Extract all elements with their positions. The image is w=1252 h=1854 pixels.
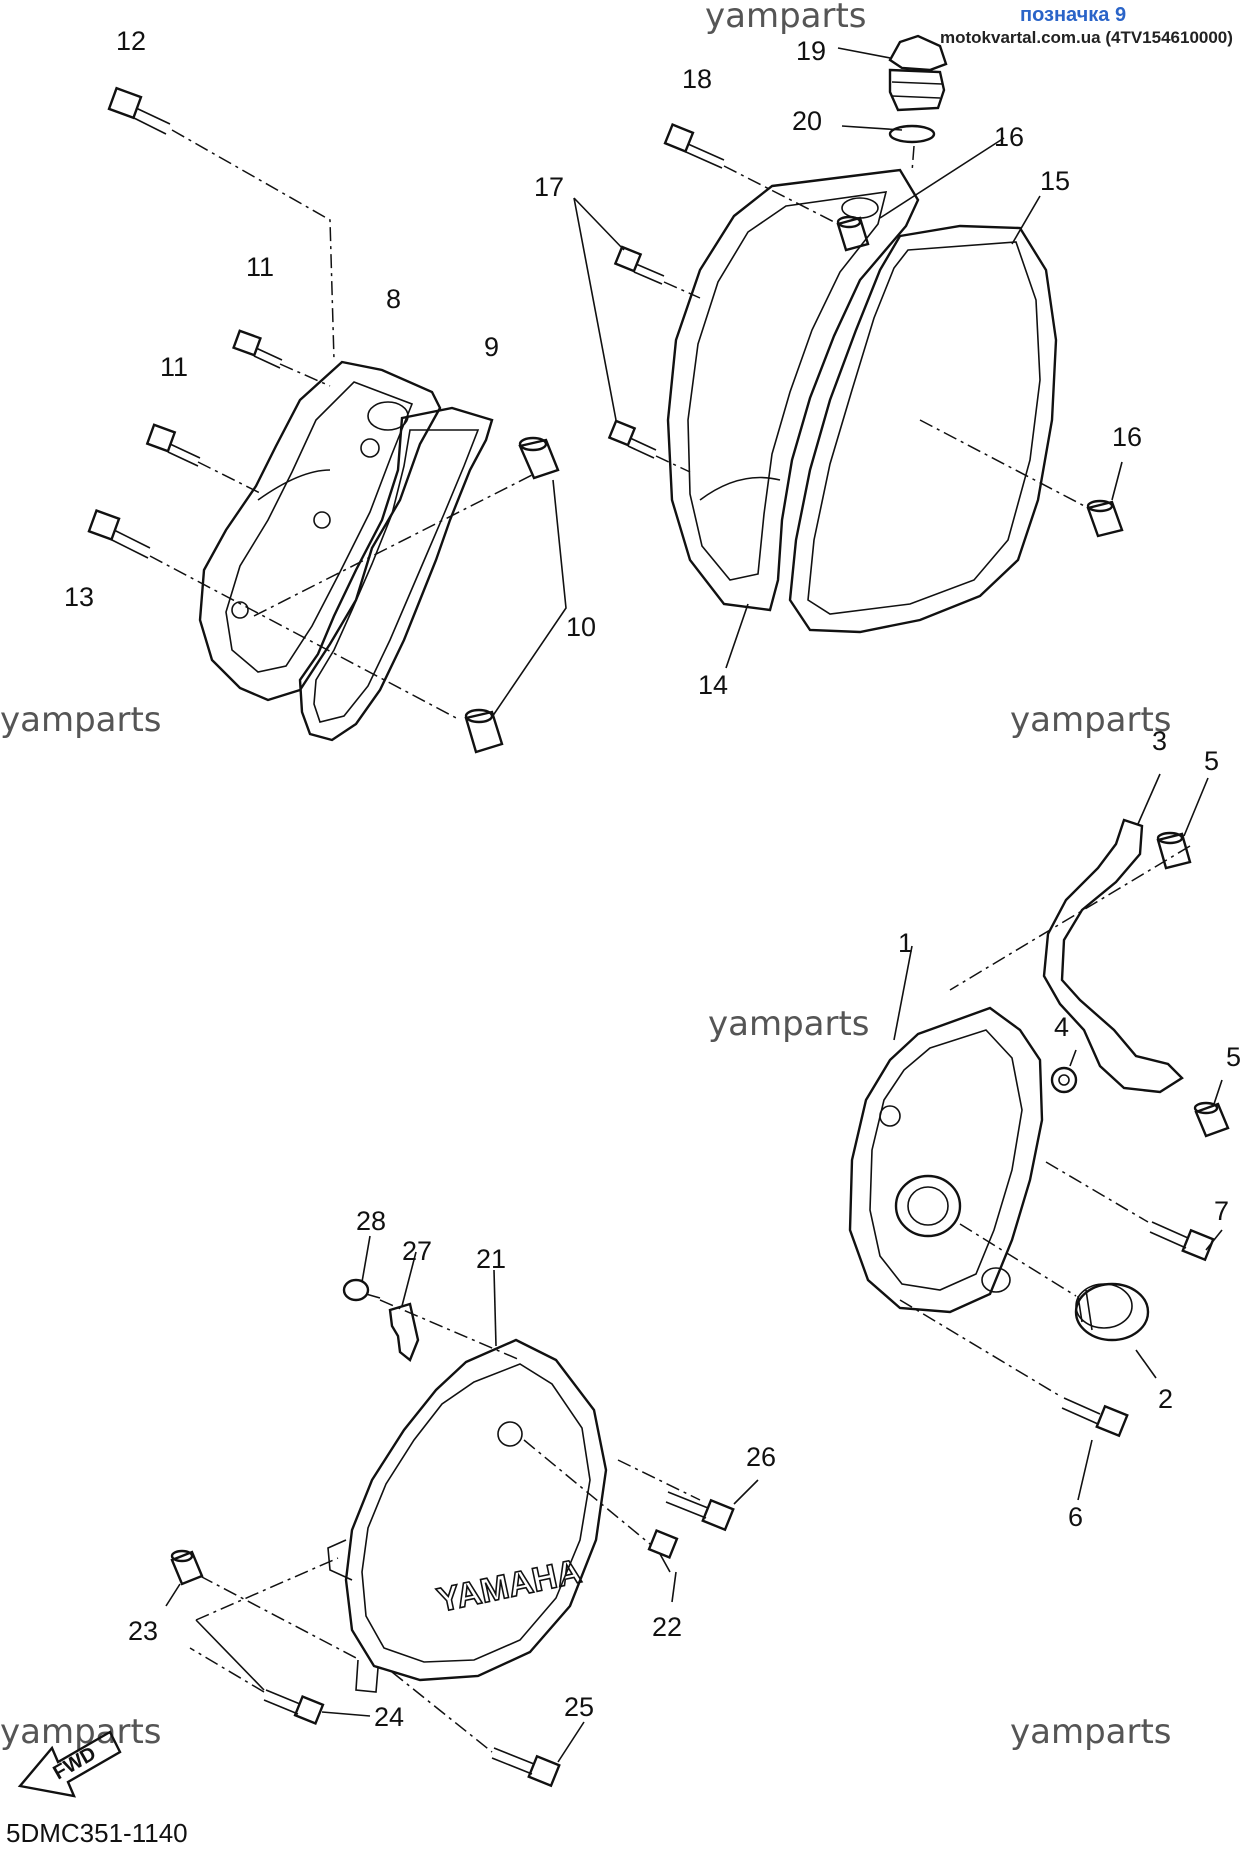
gasket-3: [1042, 818, 1184, 1094]
callout-26: 26: [746, 1442, 776, 1472]
fwd-arrow-icon: FWD: [17, 1730, 122, 1798]
yamaha-logo: YAMAHA: [434, 1552, 585, 1620]
callout-15: 15: [1040, 166, 1070, 196]
generator-cover-21: YAMAHA: [327, 1338, 608, 1693]
callout-5: 5: [1226, 1042, 1241, 1072]
callout-28: 28: [356, 1206, 386, 1236]
callout-7: 7: [1214, 1196, 1229, 1226]
callout-27: 27: [402, 1236, 432, 1266]
callout-23: 23: [128, 1616, 158, 1646]
o-ring-20: [888, 124, 936, 144]
callout-24: 24: [374, 1702, 404, 1732]
callout-4: 4: [1054, 1012, 1069, 1042]
watermark: yamparts: [708, 1004, 870, 1044]
callout-17: 17: [534, 172, 564, 202]
callout-25: 25: [564, 1692, 594, 1722]
watermark: yamparts: [0, 700, 162, 740]
oil-filler-cap-19: [888, 34, 948, 112]
leader-lines-middle-right: [893, 773, 1223, 1501]
callout-12: 12: [116, 26, 146, 56]
dowel-pins-16: [836, 215, 1124, 538]
clutch-cover-14: [666, 168, 920, 612]
header-source: motokvartal.com.ua (4TV154610000): [940, 28, 1233, 47]
bolts-11-12-13: [87, 86, 283, 559]
callout-1: 1: [898, 928, 913, 958]
pins-and-plug-4-5: [1050, 831, 1230, 1138]
callout-21: 21: [476, 1244, 506, 1274]
gasket-9: [298, 406, 494, 742]
callout-20: 20: [792, 106, 822, 136]
watermark: yamparts: [1010, 700, 1172, 740]
diagram-code: 5DMC351-1140: [6, 1818, 188, 1848]
callout-16: 16: [994, 122, 1024, 152]
callout-5: 5: [1204, 746, 1219, 776]
callout-3: 3: [1152, 726, 1167, 756]
callout-18: 18: [682, 64, 712, 94]
watermark: yamparts: [705, 0, 867, 36]
callout-11: 11: [160, 352, 188, 382]
pin-23: [170, 1549, 204, 1586]
callout-6: 6: [1068, 1502, 1083, 1532]
watermark: yamparts: [0, 1712, 162, 1752]
bolts-17-18: [607, 123, 725, 459]
watermark: yamparts: [1010, 1712, 1172, 1752]
leader-lines-bottom: [165, 1235, 759, 1763]
callout-11: 11: [246, 252, 274, 282]
callout-10: 10: [566, 612, 596, 642]
leader-lines-top-left: [149, 129, 567, 721]
leader-lines-top-right: [573, 47, 1123, 669]
callout-9: 9: [484, 332, 499, 362]
callout-16: 16: [1112, 422, 1142, 452]
callout-numbers: 12 11 11 8 9 13 10 19 18 20 16 15 17 16 …: [64, 26, 1241, 1732]
callout-14: 14: [698, 670, 728, 700]
bolts-6-7: [1061, 1221, 1215, 1438]
callout-13: 13: [64, 582, 94, 612]
plug-2: [1074, 1282, 1150, 1342]
callout-22: 22: [652, 1612, 682, 1642]
header-label: позначка 9: [1020, 4, 1127, 26]
gasket-15: [788, 224, 1058, 634]
bolts-22-24-25-26: [263, 1491, 735, 1788]
generator-cover-1: [848, 1006, 1044, 1314]
callout-2: 2: [1158, 1384, 1173, 1414]
crankcase-cover-8: [198, 360, 442, 702]
small-parts-27-28: [342, 1278, 420, 1362]
callout-19: 19: [796, 36, 826, 66]
callout-8: 8: [386, 284, 401, 314]
